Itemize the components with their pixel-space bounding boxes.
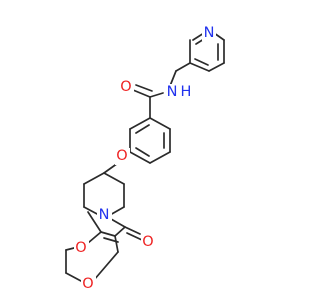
svg-text:N: N [167, 84, 178, 100]
svg-text:O: O [82, 276, 93, 292]
amide-linker [132, 62, 191, 119]
svg-text:N: N [204, 25, 215, 41]
atom-label-amide-nh: N H [164, 84, 196, 101]
svg-text:O: O [142, 234, 153, 250]
benzene-ring [129, 117, 171, 164]
svg-text:O: O [116, 148, 127, 164]
svg-text:O: O [75, 240, 86, 256]
structure-diagram: N N H O O N O O O [65, 25, 225, 293]
carbonyl-link [110, 218, 143, 241]
atom-label-amide-o: O [119, 79, 134, 96]
svg-text:N: N [99, 207, 110, 223]
atom-label-carbonyl-o: O [141, 234, 156, 251]
atom-label-dioxine-o-top: O [74, 240, 89, 257]
atom-label-pyridine-n: N [202, 25, 216, 41]
atom-label-ether-o: O [115, 148, 130, 165]
dioxine-ring [65, 211, 119, 282]
svg-text:O: O [120, 79, 131, 95]
atom-label-piperidine-n: N [97, 207, 112, 224]
piperidine-ring [83, 172, 125, 216]
molecule-canvas: N N H O O N O O O [65, 25, 225, 293]
svg-text:H: H [181, 84, 192, 100]
atom-label-dioxine-o-bottom: O [81, 276, 96, 293]
